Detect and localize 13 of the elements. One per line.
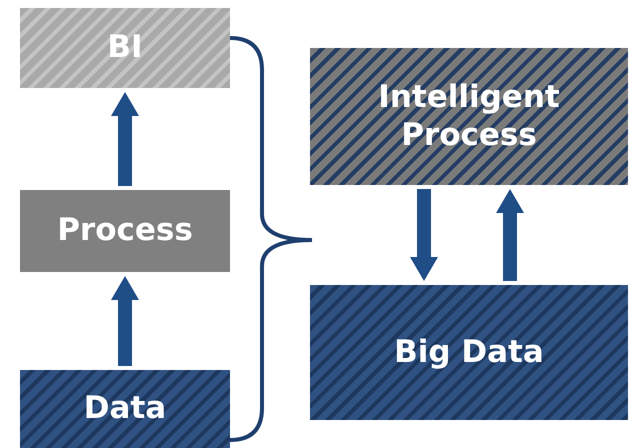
- process-box: [310, 48, 628, 185]
- arrow: [410, 189, 438, 281]
- process-box: [20, 190, 230, 272]
- chart-box: [20, 8, 230, 88]
- data-box: [310, 285, 628, 420]
- node-label: BI: [107, 29, 143, 67]
- node-label: Data: [84, 390, 166, 428]
- arrow: [111, 276, 139, 366]
- node-label: Big Data: [394, 334, 544, 372]
- arrow: [111, 92, 139, 186]
- arrow: [496, 189, 524, 281]
- node-label: Process: [57, 212, 193, 250]
- data-box: [20, 370, 230, 448]
